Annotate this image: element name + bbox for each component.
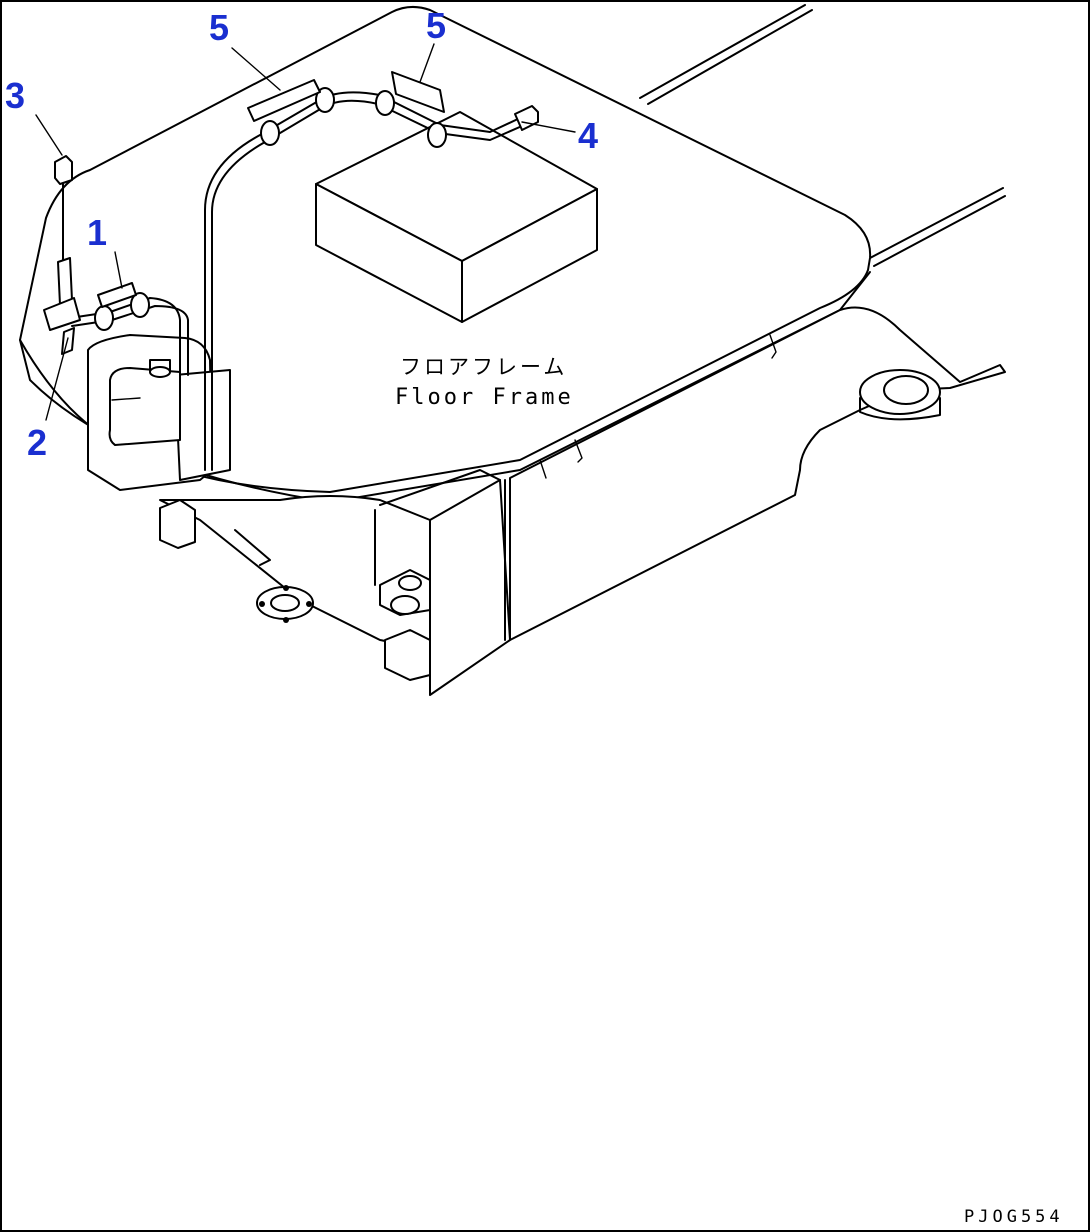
callout-5a: 5 — [209, 7, 229, 48]
callout-2: 2 — [27, 422, 47, 463]
callout-1: 1 — [87, 212, 107, 253]
leader-lines — [35, 43, 576, 421]
floor-frame-label-jp: フロアフレーム — [400, 355, 567, 379]
callout-4: 4 — [578, 115, 598, 156]
frame-rails — [639, 4, 1006, 267]
lower-bracket — [159, 469, 501, 681]
clamp-tags — [97, 71, 445, 308]
frame-side-body — [429, 306, 1006, 696]
hoses — [69, 87, 539, 471]
box-component — [315, 111, 598, 323]
callout-5b: 5 — [426, 5, 446, 46]
callout-3: 3 — [5, 75, 25, 116]
floor-frame-label-en: Floor Frame — [395, 385, 574, 410]
washer-tank — [87, 334, 231, 491]
drawing-code: PJOG554 — [964, 1207, 1064, 1227]
